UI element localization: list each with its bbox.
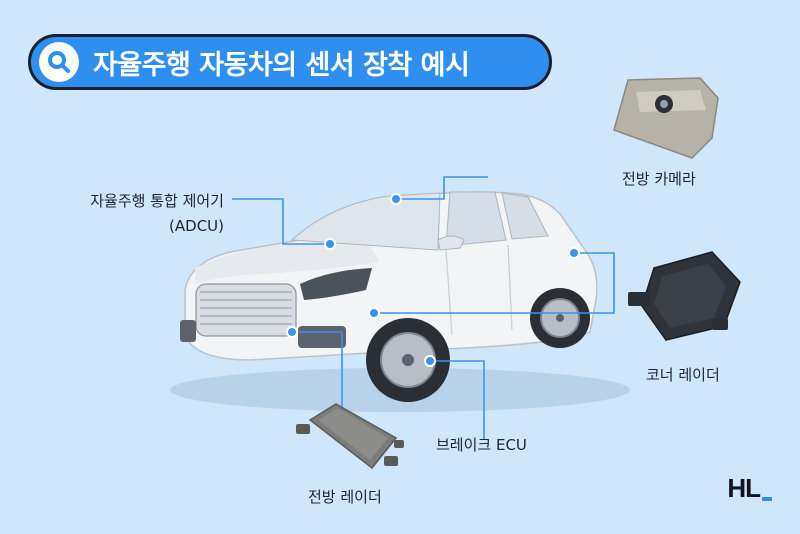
logo-accent-bar — [762, 497, 772, 501]
front-camera-module — [613, 77, 719, 159]
rear-wheel — [530, 288, 590, 348]
marker-front-camera — [390, 193, 402, 205]
label-corner-radar: 코너 레이더 — [646, 366, 720, 384]
front-wheel — [366, 318, 450, 402]
label-adcu: 자율주행 통합 제어기 (ADCU) — [60, 190, 224, 235]
label-front-camera: 전방 카메라 — [622, 170, 696, 188]
marker-front-radar — [286, 326, 298, 338]
logo-text: HL — [727, 473, 761, 503]
magnifier-icon — [39, 42, 79, 82]
callout-line-brake-ecu — [430, 360, 485, 440]
corner-radar-module — [628, 251, 741, 341]
callout-line-corner-radar — [374, 252, 615, 314]
title-banner: 자율주행 자동차의 센서 장착 예시 — [28, 34, 552, 90]
callout-line-adcu — [232, 198, 330, 245]
sensor-markers — [286, 193, 580, 367]
page-title: 자율주행 자동차의 센서 장착 예시 — [93, 49, 470, 81]
marker-brake-ecu — [424, 355, 436, 367]
brand-logo: HL — [727, 473, 772, 504]
label-brake-ecu: 브레이크 ECU — [436, 436, 527, 454]
marker-adcu — [324, 238, 336, 250]
marker-corner-radar-front — [368, 307, 380, 319]
label-adcu-name: 자율주행 통합 제어기 — [90, 192, 224, 210]
callout-line-front-camera — [396, 176, 488, 200]
marker-corner-radar — [568, 247, 580, 259]
label-adcu-abbr: (ADCU) — [169, 217, 224, 235]
front-radar-module — [296, 403, 404, 470]
callout-lines — [232, 176, 615, 440]
callout-line-front-radar — [292, 331, 343, 408]
label-front-radar: 전방 레이더 — [308, 488, 382, 506]
